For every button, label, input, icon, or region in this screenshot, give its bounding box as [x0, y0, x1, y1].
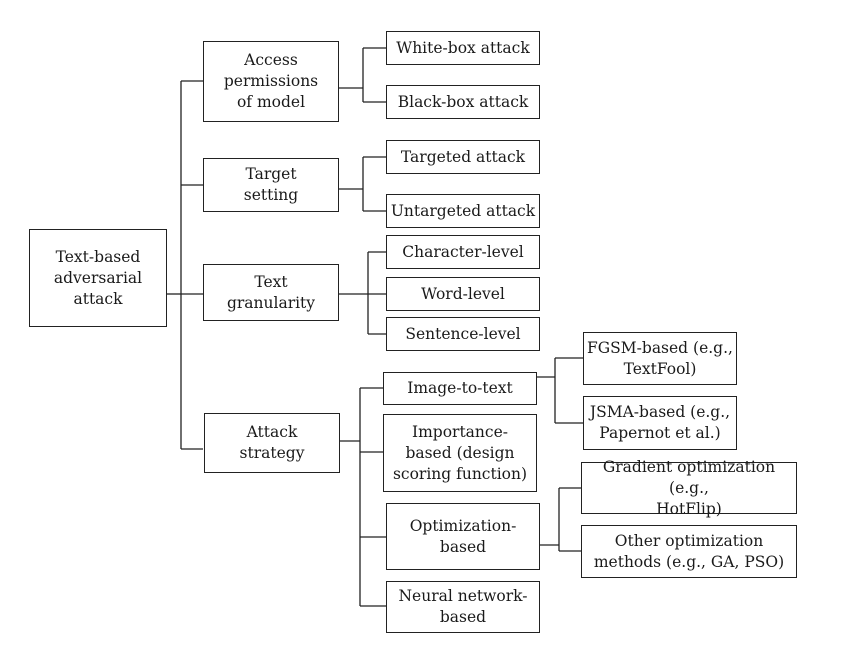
category-access-permissions: Access permissions of model	[203, 41, 339, 122]
category-attack-strategy: Attack strategy	[204, 413, 340, 473]
leaf-importance-based: Importance- based (design scoring functi…	[383, 414, 537, 492]
subleaf-other-optimization: Other optimization methods (e.g., GA, PS…	[581, 525, 797, 578]
leaf-untargeted: Untargeted attack	[386, 194, 540, 228]
leaf-white-box: White-box attack	[386, 31, 540, 65]
category-text-granularity: Text granularity	[203, 264, 339, 321]
leaf-black-box: Black-box attack	[386, 85, 540, 119]
leaf-neural-network-based: Neural network- based	[386, 581, 540, 633]
leaf-sentence-level: Sentence-level	[386, 317, 540, 351]
subleaf-gradient-optimization: Gradient optimization (e.g., HotFlip)	[581, 458, 797, 518]
leaf-word-level: Word-level	[386, 277, 540, 311]
subleaf-jsma-based: JSMA-based (e.g., Papernot et al.)	[583, 396, 737, 450]
subleaf-fgsm-based: FGSM-based (e.g., TextFool)	[583, 332, 737, 385]
leaf-targeted: Targeted attack	[386, 140, 540, 174]
root-node: Text-based adversarial attack	[29, 229, 167, 327]
leaf-image-to-text: Image-to-text	[383, 372, 537, 405]
category-target-setting: Target setting	[203, 158, 339, 212]
leaf-optimization-based: Optimization- based	[386, 503, 540, 570]
leaf-character-level: Character-level	[386, 235, 540, 269]
